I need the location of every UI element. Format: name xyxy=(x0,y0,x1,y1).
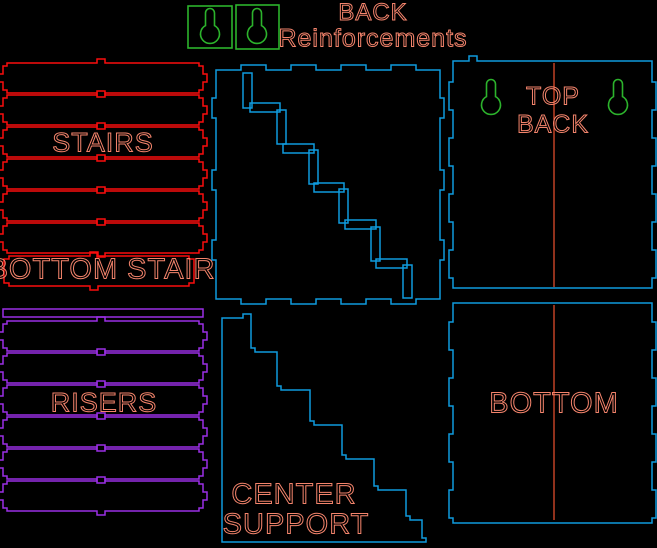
riser-slot xyxy=(282,143,315,154)
keyhole-hanger-icon xyxy=(480,78,502,116)
top-back-panel-features xyxy=(480,63,629,287)
tread-slot xyxy=(276,109,287,145)
reinforcement-square xyxy=(235,4,280,50)
riser-slot xyxy=(313,182,345,193)
keyhole-hanger-icon xyxy=(199,7,221,45)
top-back-label-line1: TOP xyxy=(526,82,580,111)
top-back-label-line2: BACK xyxy=(516,110,590,139)
center-support-label-line1: CENTER xyxy=(231,478,357,511)
bottom-panel xyxy=(448,302,657,524)
center-support-piece xyxy=(221,313,427,543)
back-reinforcements-title-line1: BACK xyxy=(338,0,408,27)
riser-pieces xyxy=(0,308,208,516)
bottom-stair-label: BOTTOM STAIR xyxy=(0,253,216,286)
side-support-outline xyxy=(211,64,445,305)
bottom-outline xyxy=(448,302,657,524)
tread-slot xyxy=(338,188,349,224)
stairs-label: STAIRS xyxy=(52,127,154,158)
riser-slot xyxy=(249,102,281,113)
tread-slot xyxy=(308,149,319,185)
top-back-outline xyxy=(448,55,657,289)
keyhole-hanger-icon xyxy=(607,78,629,116)
side-support-panel xyxy=(211,64,445,305)
top-back-panel xyxy=(448,55,657,289)
bottom-label: BOTTOM xyxy=(489,387,619,420)
back-reinforcements-title-line2: Reinforcements xyxy=(278,24,468,53)
tread-slot xyxy=(402,264,413,299)
riser-strip-outline xyxy=(2,308,204,318)
riser-slot xyxy=(375,258,408,269)
keyhole-hanger-icon xyxy=(246,7,268,45)
back-reinforcement-pieces xyxy=(187,4,280,50)
tread-slot xyxy=(242,72,253,109)
reinforcement-square xyxy=(187,5,233,49)
tread-slot xyxy=(370,226,381,262)
riser-slot xyxy=(344,219,377,230)
risers-label: RISERS xyxy=(50,387,158,418)
center-support-label-line2: SUPPORT xyxy=(222,508,370,541)
center-support-outline xyxy=(221,313,427,543)
